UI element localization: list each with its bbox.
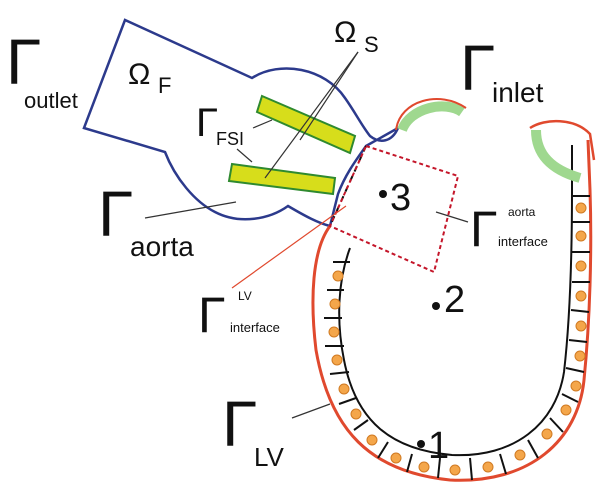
myocyte-cells xyxy=(328,202,587,476)
aorta-outline xyxy=(82,18,401,228)
lv-interface-leader xyxy=(231,205,347,289)
gamma-lv-interface-symbol: Γ xyxy=(198,287,226,343)
omega-f-subscript: F xyxy=(158,73,171,98)
gamma-fsi-symbol: Γ xyxy=(196,101,218,145)
aorta-interface-box xyxy=(328,144,460,274)
gamma-aorta-interface-subscript: interface xyxy=(498,234,548,249)
mitral-valve-leaflet xyxy=(531,129,582,183)
gamma-aorta-symbol: Γ xyxy=(98,178,133,250)
lv-wall-outer xyxy=(311,139,593,482)
point-label-3: 3 xyxy=(390,177,411,219)
gamma-lv-subscript: LV xyxy=(254,442,285,472)
aortic-valve-leaflet xyxy=(397,101,465,133)
omega-s-subscript: S xyxy=(364,32,379,57)
gamma-outlet-subscript: outlet xyxy=(24,88,78,113)
omega-s-symbol: Ω xyxy=(334,16,356,49)
gamma-fsi-subscript: FSI xyxy=(216,129,244,149)
omega-f-symbol: Ω xyxy=(128,58,150,91)
solid-bar-upper xyxy=(255,94,357,155)
lv-wall-inner xyxy=(338,145,573,457)
solid-bar-lower xyxy=(227,162,337,196)
gamma-lv-symbol: Γ xyxy=(222,388,257,460)
gamma-lv-interface-superscript: LV xyxy=(238,289,252,303)
lv-wall-ticks xyxy=(324,195,590,481)
gamma-aorta-subscript: aorta xyxy=(130,231,194,262)
leader-lines xyxy=(144,51,469,419)
aortic-valve-outline xyxy=(395,98,467,131)
lv-interface-dashed-line xyxy=(329,145,367,227)
gamma-aorta-interface-superscript: aorta xyxy=(508,205,536,219)
gamma-aorta-interface-symbol: Γ xyxy=(470,201,498,257)
point-markers xyxy=(379,190,440,448)
gamma-inlet-symbol: Γ xyxy=(460,32,495,104)
inlet-outline xyxy=(529,119,596,161)
gamma-inlet-subscript: inlet xyxy=(492,77,544,108)
point-label-2: 2 xyxy=(444,279,465,321)
point-label-1: 1 xyxy=(428,425,449,467)
gamma-outlet-symbol: Γ xyxy=(6,26,41,98)
gamma-lv-interface-subscript: interface xyxy=(230,320,280,335)
